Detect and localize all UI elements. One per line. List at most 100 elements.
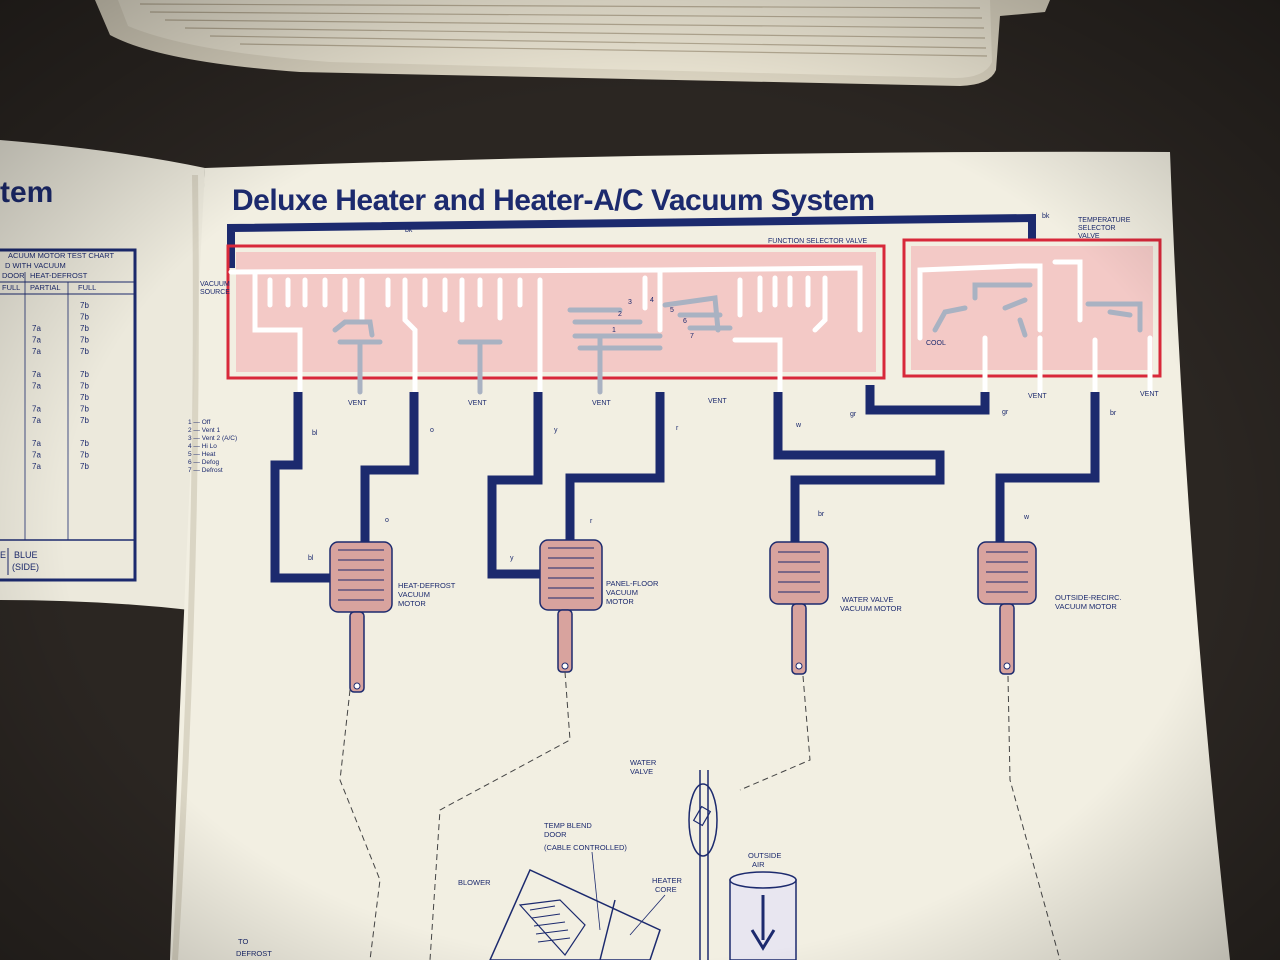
label-temp-blend: TEMP BLEND xyxy=(544,821,592,830)
hose-label-y-bottom: y xyxy=(510,555,514,562)
test-chart-subtitle: D WITH VACUUM xyxy=(5,261,66,270)
test-chart-cell: 7a xyxy=(32,439,41,448)
position-5: 5 xyxy=(670,307,674,314)
test-chart-cell: 7a xyxy=(32,462,41,471)
test-chart-cell: 7b xyxy=(80,405,89,414)
vent-label-6: VENT xyxy=(1140,391,1159,398)
test-chart-sub-partial: PARTIAL xyxy=(30,283,61,292)
legend-item-3: 3 — Vent 2 (A/C) xyxy=(188,435,237,442)
position-4: 4 xyxy=(650,297,654,304)
test-chart-col-door: DOOR xyxy=(2,271,25,280)
hose-label-br-bottom: br xyxy=(818,511,825,518)
test-chart-cell: 7b xyxy=(80,370,89,379)
test-chart-footer-blue: BLUE xyxy=(14,550,38,560)
legend-item-1: 1 — Off xyxy=(188,419,210,426)
motor-3-label-1: WATER VALVE xyxy=(842,595,893,604)
function-selector-valve: FUNCTION SELECTOR VALVE xyxy=(226,238,886,380)
test-chart-cell: 7a xyxy=(32,382,41,391)
test-chart-cell: 7b xyxy=(80,313,89,322)
label-cable-controlled: (CABLE CONTROLLED) xyxy=(544,843,627,852)
label-source: SOURCE xyxy=(200,289,230,296)
hose-label-bl: bl xyxy=(312,430,318,437)
label-cool: COOL xyxy=(926,340,946,347)
diagram-title: Deluxe Heater and Heater-A/C Vacuum Syst… xyxy=(232,184,875,217)
motor-2-label-2: VACUUM xyxy=(606,588,638,597)
test-chart-cell: 7a xyxy=(32,347,41,356)
label-vacuum: VACUUM xyxy=(200,281,230,288)
motor-4-label-1: OUTSIDE-RECIRC. xyxy=(1055,593,1122,602)
test-chart-cell: 7a xyxy=(32,416,41,425)
hose-label-o: o xyxy=(430,427,434,434)
hose-label-w: w xyxy=(795,422,802,429)
test-chart-cell: 7b xyxy=(80,451,89,460)
test-chart-col-heat-defrost: HEAT-DEFROST xyxy=(30,271,88,280)
test-chart-sub-full-2: FULL xyxy=(78,283,96,292)
motor-1-label-2: VACUUM xyxy=(398,590,430,599)
left-page: tem ACUUM MOTOR TEST CHART D WITH VACUUM… xyxy=(0,140,205,610)
motor-1-label-1: HEAT-DEFROST xyxy=(398,581,456,590)
vent-label-5: VENT xyxy=(1028,393,1047,400)
test-chart-cell: 7b xyxy=(80,347,89,356)
hose-label-gr-right: gr xyxy=(1002,409,1009,416)
test-chart-cell: 7a xyxy=(32,451,41,460)
label-core: CORE xyxy=(655,885,677,894)
label-outside: OUTSIDE xyxy=(748,851,781,860)
test-chart-cell: 7b xyxy=(80,301,89,310)
test-chart-cell: 7b xyxy=(80,416,89,425)
vent-label-2: VENT xyxy=(468,400,487,407)
position-1: 1 xyxy=(612,327,616,334)
test-chart-cell: 7b xyxy=(80,393,89,402)
hose-label-y: y xyxy=(554,427,558,434)
label-selector: SELECTOR xyxy=(1078,225,1116,232)
motor-2-label-3: MOTOR xyxy=(606,597,634,606)
label-door: DOOR xyxy=(544,830,567,839)
vent-label-3: VENT xyxy=(592,400,611,407)
label-temperature: TEMPERATURE xyxy=(1078,217,1131,224)
legend-item-4: 4 — Hi Lo xyxy=(188,443,217,450)
label-water-valve: VALVE xyxy=(630,767,653,776)
legend-item-5: 5 — Heat xyxy=(188,451,216,458)
test-chart-title: ACUUM MOTOR TEST CHART xyxy=(8,251,115,260)
left-page-title: tem xyxy=(0,176,53,209)
test-chart-cell: 7a xyxy=(32,405,41,414)
test-chart-footer-left: E xyxy=(0,550,6,560)
test-chart-cell: 7a xyxy=(32,370,41,379)
label-water: WATER xyxy=(630,758,657,767)
hose-label-br-top: br xyxy=(1110,410,1117,417)
test-chart-cell: 7b xyxy=(80,439,89,448)
position-2: 2 xyxy=(618,311,622,318)
label-blower: BLOWER xyxy=(458,878,491,887)
hose-label-o-bottom: o xyxy=(385,517,389,524)
label-bk-right: bk xyxy=(1042,213,1050,220)
temperature-selector-valve: TEMPERATURE SELECTOR VALVE xyxy=(902,217,1162,378)
label-air: AIR xyxy=(752,860,765,869)
motor-2-label-1: PANEL-FLOOR xyxy=(606,579,659,588)
hose-label-bl-bottom: bl xyxy=(308,555,314,562)
motor-3-label-2: VACUUM MOTOR xyxy=(840,604,902,613)
position-3: 3 xyxy=(628,299,632,306)
test-chart-cell: 7b xyxy=(80,336,89,345)
label-heater: HEATER xyxy=(652,876,682,885)
legend-item-7: 7 — Defrost xyxy=(188,467,223,474)
test-chart-footer-side: (SIDE) xyxy=(12,562,39,572)
label-to-defrost: DEFROST xyxy=(236,949,272,958)
legend-item-6: 6 — Defog xyxy=(188,459,219,466)
motor-4-label-2: VACUUM MOTOR xyxy=(1055,602,1117,611)
hose-label-gr-left: gr xyxy=(850,411,857,418)
test-chart-cell: 7a xyxy=(32,324,41,333)
position-7: 7 xyxy=(690,333,694,340)
legend-item-2: 2 — Vent 1 xyxy=(188,427,221,434)
test-chart-cell: 7b xyxy=(80,324,89,333)
position-6: 6 xyxy=(683,318,687,325)
test-chart-cell: 7b xyxy=(80,462,89,471)
label-to: TO xyxy=(238,937,248,946)
vent-label-1: VENT xyxy=(348,400,367,407)
test-chart-sub-full: FULL xyxy=(2,283,20,292)
test-chart-cell: 7b xyxy=(80,382,89,391)
label-function-selector-valve: FUNCTION SELECTOR VALVE xyxy=(768,238,868,245)
test-chart-cell: 7a xyxy=(32,336,41,345)
label-bk-top: bk xyxy=(405,227,413,234)
vent-label-4: VENT xyxy=(708,398,727,405)
motor-1-label-3: MOTOR xyxy=(398,599,426,608)
